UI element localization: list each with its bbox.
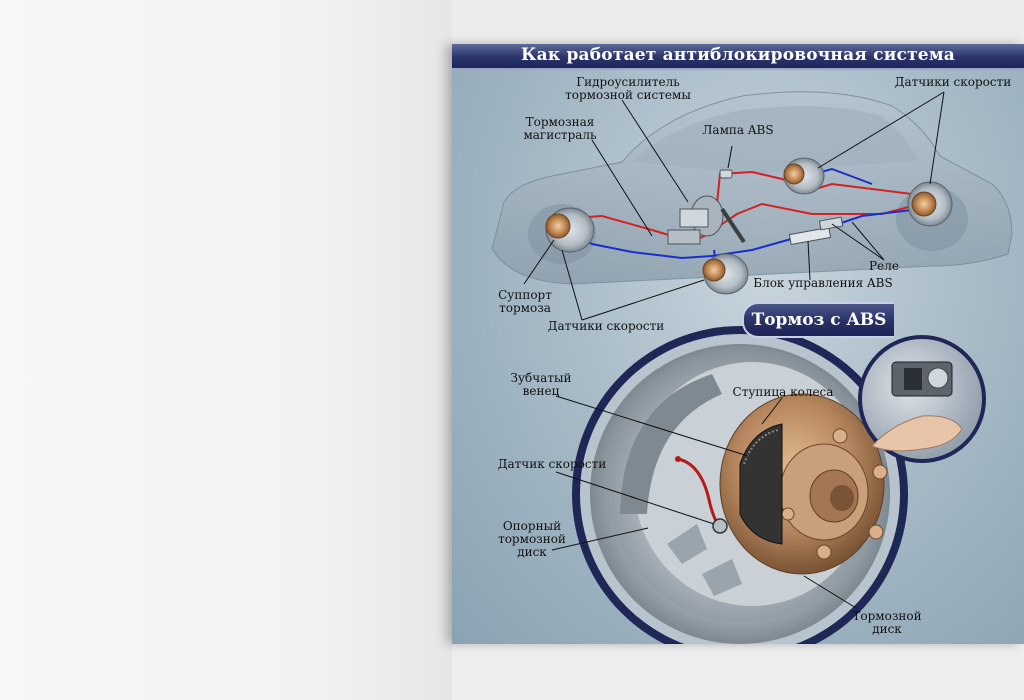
label-abs-lamp: Лампа ABS (702, 123, 774, 137)
wheel-brake-rear-left (783, 157, 825, 195)
label-abs-control-unit: Блок управления ABS (753, 276, 893, 290)
label-brake-disc: Тормозной диск (852, 609, 922, 636)
diagram-title: Как работает антиблокировочная система (520, 45, 956, 65)
wheel-brake-front-right (702, 253, 749, 295)
label-brake-caliper: Суппорт тормоза (498, 288, 552, 315)
abs-lamp-icon (719, 169, 733, 179)
booster-unit (667, 195, 746, 245)
bottom-blank-strip (452, 644, 1024, 700)
brake-closeup (572, 326, 908, 644)
left-blank-panel (0, 0, 452, 700)
label-relay: Реле (869, 259, 899, 273)
label-brake-line: Тормозная магистраль (523, 115, 597, 142)
label-speed-sensors-bottom: Датчики скорости (547, 319, 665, 333)
abs-control-unit (788, 216, 844, 245)
label-speed-sensors-top: Датчики скорости (894, 75, 1012, 89)
wheel-brake-rear-right (907, 181, 953, 227)
label-speed-sensor: Датчик скорости (497, 457, 607, 471)
subtitle-banner: Тормоз с ABS (742, 302, 894, 338)
title-bar: Как работает антиблокировочная система (452, 44, 1024, 70)
abs-unit-photo (858, 335, 986, 463)
label-backing-plate: Опорный тормозной диск (498, 519, 566, 559)
label-toothed-ring: Зубчатый венец (510, 371, 572, 398)
wheel-brake-front-left (545, 207, 595, 253)
abs-poster: Как работает антиблокировочная система Т… (452, 44, 1024, 644)
diagram-subtitle: Тормоз с ABS (751, 310, 887, 330)
label-wheel-hub: Ступица колеса (732, 385, 834, 399)
leader-lines (523, 91, 945, 609)
abs-illustration (491, 91, 1013, 644)
label-booster: Гидроусилитель тормозной системы (565, 75, 691, 102)
